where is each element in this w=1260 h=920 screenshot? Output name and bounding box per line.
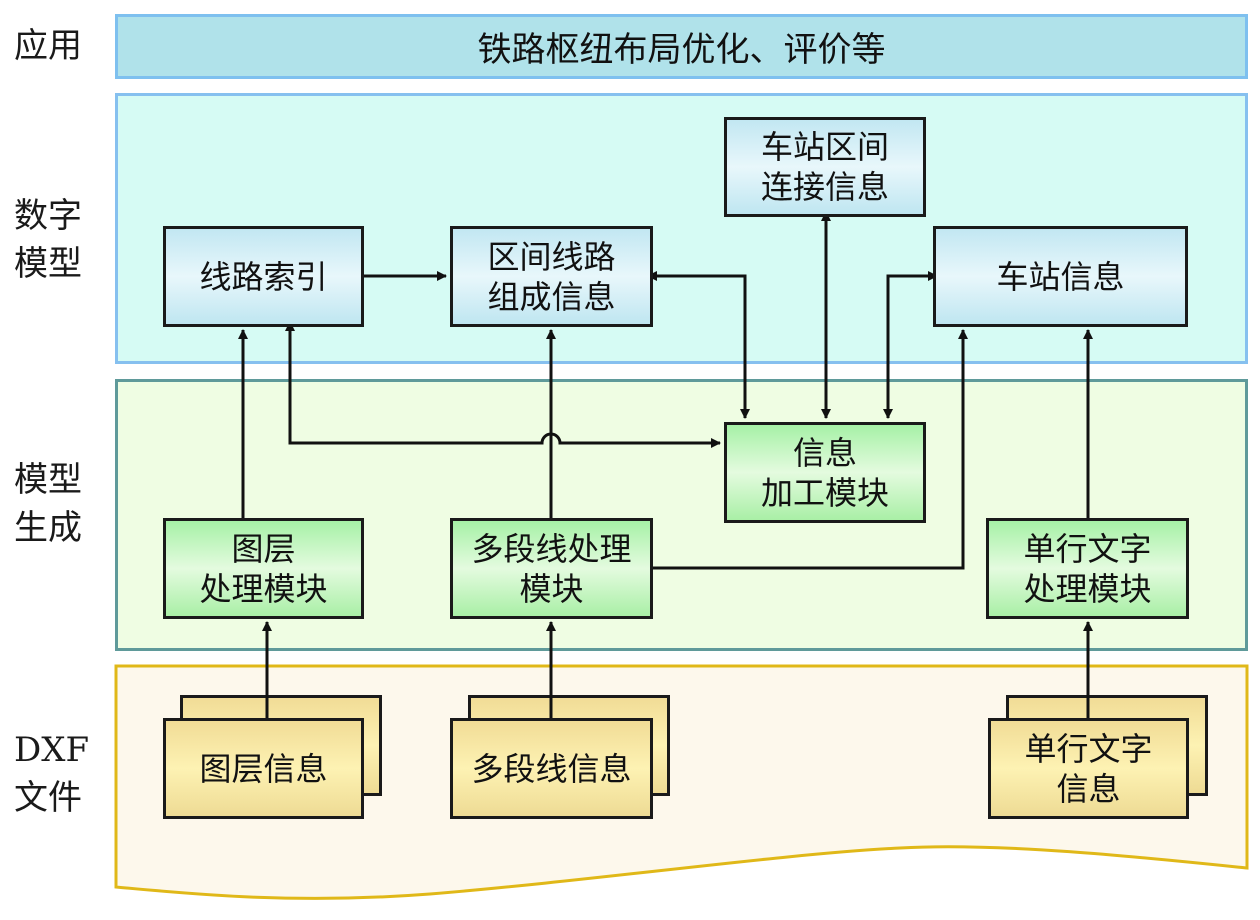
layer-processing-module-box: 图层 处理模块 (163, 518, 364, 619)
station-section-connection-box: 车站区间 连接信息 (724, 117, 926, 217)
station-info-box: 车站信息 (933, 226, 1188, 327)
info-processing-module-box: 信息 加工模块 (724, 422, 926, 523)
route-index-box: 线路索引 (163, 226, 364, 327)
layer-label-application: 应用 (14, 26, 82, 66)
layer-info-box: 图层信息 (163, 718, 364, 819)
single-text-processing-module-box: 单行文字 处理模块 (986, 518, 1189, 619)
arrow-polyline-module-to-station-info (652, 329, 968, 570)
layer-label-digital-model: 数字 模型 (14, 196, 82, 284)
application-band: 铁路枢纽布局优化、评价等 (115, 14, 1248, 79)
single-text-info-box: 单行文字 信息 (988, 718, 1189, 819)
polyline-processing-module-box: 多段线处理 模块 (450, 518, 653, 619)
layer-label-dxf-file: DXF 文件 (14, 730, 90, 818)
polyline-info-box: 多段线信息 (450, 718, 653, 819)
layer-label-model-generation: 模型 生成 (14, 460, 82, 548)
arrow-section-route-info-processing (647, 271, 750, 419)
application-title: 铁路枢纽布局优化、评价等 (477, 30, 886, 70)
arrow-route-index-info-processing (285, 321, 721, 448)
arrow-station-info-processing (883, 271, 938, 419)
section-route-composition-box: 区间线路 组成信息 (450, 226, 653, 327)
